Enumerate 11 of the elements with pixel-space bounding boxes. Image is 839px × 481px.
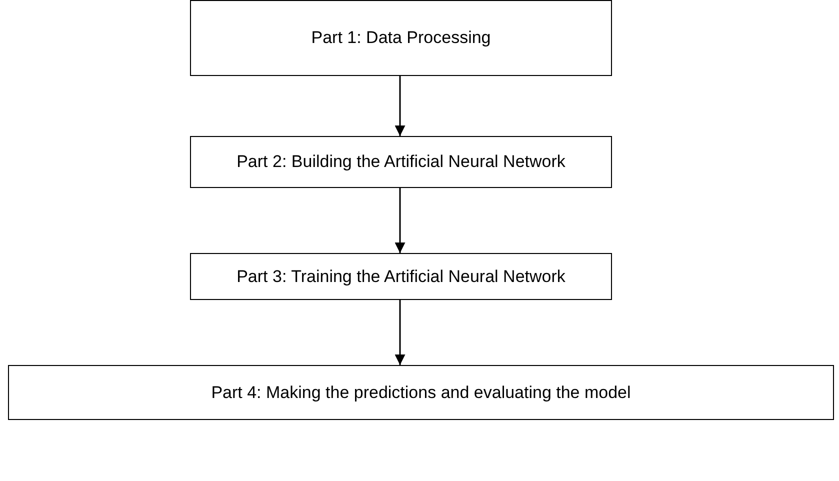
arrow [394,188,406,253]
process-box [190,0,612,76]
box-label: Part 2: Building the Artificial Neural Network [236,152,566,172]
box-label: Part 4: Making the predictions and evaluating the model [211,382,631,402]
box-label: Part 3: Training the Artificial Neural Network [236,266,566,286]
arrow [394,300,406,365]
process-box [190,253,612,300]
process-box [8,365,834,420]
process-box [190,136,612,188]
arrow [394,76,406,136]
box-label: Part 1: Data Processing [311,28,491,48]
